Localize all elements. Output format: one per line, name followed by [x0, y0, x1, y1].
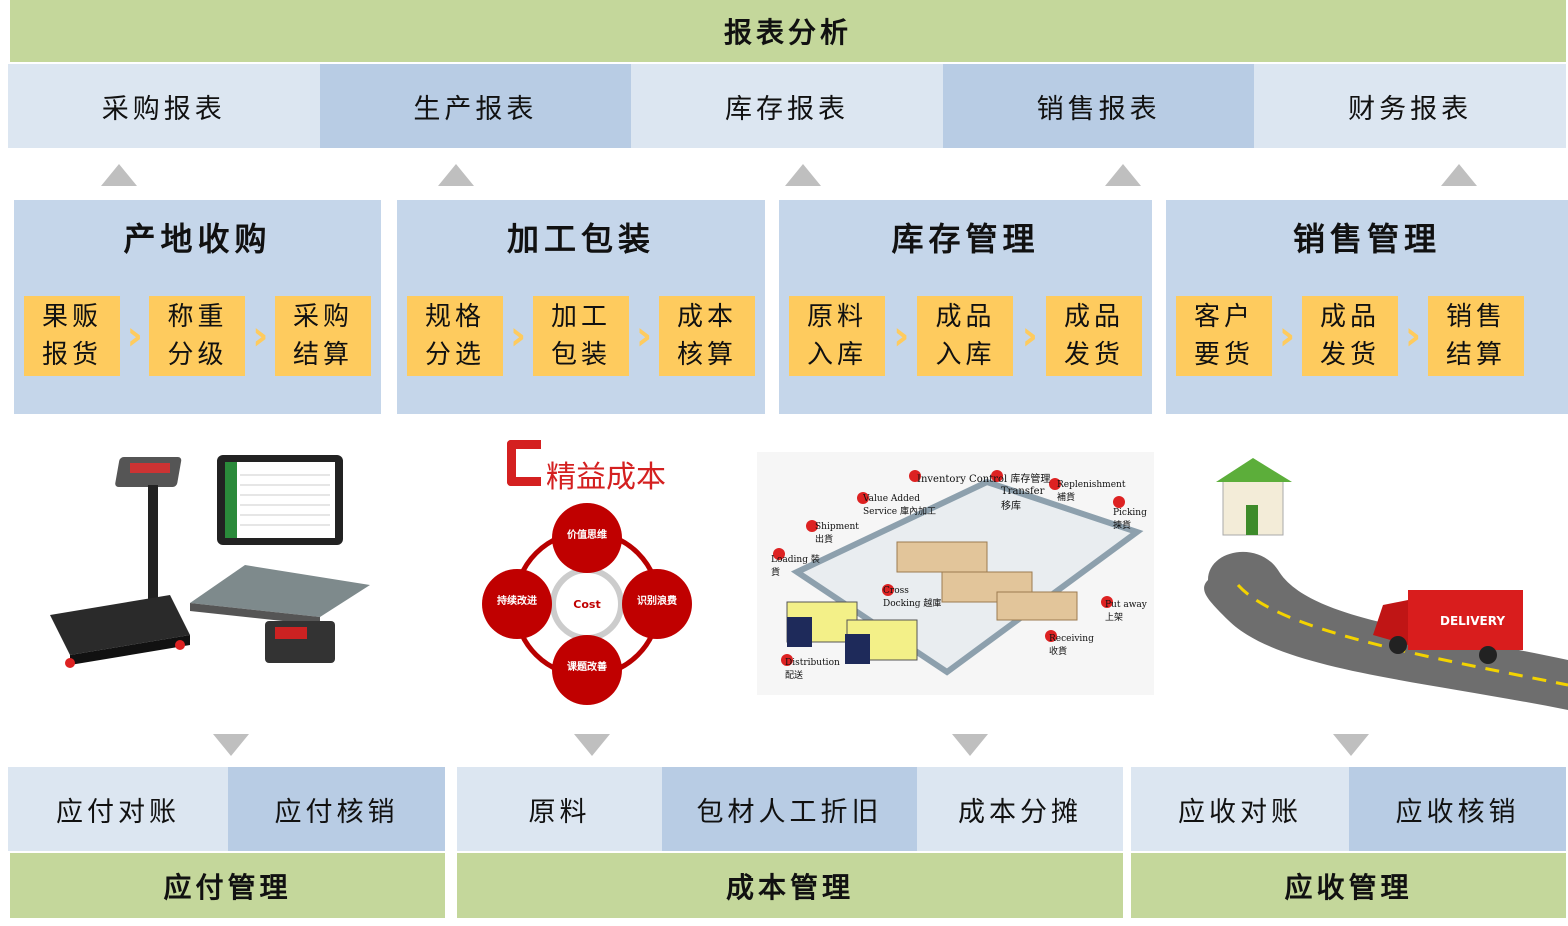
chevron-right-icon: › — [1021, 313, 1038, 359]
chevron-right-icon: › — [1278, 313, 1296, 359]
report-production[interactable]: 生产报表 — [319, 64, 632, 148]
label-inventory-control: Inventory Control 库存管理 — [917, 474, 1051, 485]
node-continuous-improve: 持续改进 — [497, 596, 537, 607]
report-finance[interactable]: 财务报表 — [1254, 64, 1566, 148]
report-inventory[interactable]: 库存报表 — [631, 64, 943, 148]
label-distribution: Distribution 配送 — [785, 658, 840, 681]
up-arrow-icon — [1441, 164, 1477, 186]
process-inventory: 库存管理 原料入库 › 成品入库 › 成品发货 — [779, 200, 1152, 414]
up-arrow-icon — [438, 164, 474, 186]
step-costing: 成本核算 — [658, 296, 755, 376]
label-picking: Picking 揀貨 — [1113, 508, 1147, 531]
process-sourcing: 产地收购 果贩报货 › 称重分级 › 采购结算 — [14, 200, 381, 414]
up-arrow-icon — [785, 164, 821, 186]
reports-row: 采购报表 生产报表 库存报表 销售报表 财务报表 — [8, 64, 1566, 148]
step-vendor-report: 果贩报货 — [24, 296, 120, 376]
chevron-right-icon: › — [635, 313, 653, 359]
label-shipment: Shipment 出貨 — [815, 522, 859, 545]
cost-allocation[interactable]: 成本分摊 — [917, 767, 1123, 851]
delivery-truck-image: DELIVERY — [1204, 458, 1568, 710]
receivable-writeoff[interactable]: 应收核销 — [1349, 767, 1566, 851]
lean-cost-image: 精益成本 价值思维 识别浪费 课题改善 持续改进 Cost — [470, 430, 700, 710]
report-analysis-header: 报表分析 — [10, 0, 1566, 62]
process-title: 加工包装 — [506, 220, 655, 258]
payable-reconcile[interactable]: 应付对账 — [8, 767, 228, 851]
receivable-reconcile[interactable]: 应收对账 — [1131, 767, 1349, 851]
down-arrow-icon — [213, 734, 249, 756]
report-purchase[interactable]: 采购报表 — [8, 64, 320, 148]
label-loading: Loading 裝貨 — [771, 555, 820, 578]
step-weigh-grade: 称重分级 — [149, 296, 246, 376]
cost-management: 成本管理 — [457, 853, 1123, 918]
truck-delivery-label: DELIVERY — [1440, 614, 1505, 628]
up-arrow-icon — [1105, 164, 1141, 186]
cost-center-label: Cost — [573, 598, 601, 611]
up-arrow-icon — [101, 164, 137, 186]
receivable-management: 应收管理 — [1131, 853, 1566, 918]
logo-c-icon — [507, 440, 541, 486]
label-put-away: Put away 上架 — [1105, 600, 1147, 623]
cost-raw-material[interactable]: 原料 — [457, 767, 662, 851]
cost-packaging-labor-depreciation[interactable]: 包材人工折旧 — [662, 767, 917, 851]
chevron-right-icon: › — [509, 313, 527, 359]
report-sales[interactable]: 销售报表 — [942, 64, 1255, 148]
down-arrow-icon — [952, 734, 988, 756]
chevron-right-icon: › — [1404, 313, 1422, 359]
process-title: 销售管理 — [1292, 220, 1441, 258]
node-identify-waste: 识别浪费 — [637, 596, 677, 607]
step-customer-order: 客户要货 — [1176, 296, 1272, 376]
step-purchase-settle: 采购结算 — [274, 296, 371, 376]
step-raw-in: 原料入库 — [789, 296, 885, 376]
process-processing: 加工包装 规格分选 › 加工包装 › 成本核算 — [397, 200, 765, 414]
step-product-in: 成品入库 — [917, 296, 1014, 376]
label-value-added: Value Added Service 庫內加工 — [863, 494, 936, 517]
label-cross-docking: Cross Docking 越庫 — [883, 586, 942, 609]
node-improvement: 课题改善 — [567, 662, 607, 673]
step-sales-settle: 销售结算 — [1427, 296, 1524, 376]
step-ship: 成品发货 — [1301, 296, 1398, 376]
chevron-right-icon: › — [893, 313, 910, 359]
lean-cost-title: 精益成本 — [546, 460, 666, 495]
step-sort: 规格分选 — [407, 296, 503, 376]
step-pack: 加工包装 — [532, 296, 629, 376]
payable-management: 应付管理 — [10, 853, 445, 918]
step-product-ship: 成品发货 — [1045, 296, 1142, 376]
process-title: 库存管理 — [891, 220, 1040, 258]
node-value-thinking: 价值思维 — [567, 530, 607, 541]
down-arrow-icon — [574, 734, 610, 756]
label-receiving: Receiving 收貨 — [1049, 634, 1094, 657]
label-replenishment: Replenishment 補貨 — [1057, 480, 1126, 503]
chevron-right-icon: › — [126, 313, 143, 359]
payable-writeoff[interactable]: 应付核销 — [228, 767, 445, 851]
label-transfer: Transfer 移库 — [1001, 486, 1045, 512]
process-sales: 销售管理 客户要货 › 成品发货 › 销售结算 — [1166, 200, 1568, 414]
warehouse-image: Inventory Control 库存管理 Transfer 移库 Reple… — [757, 452, 1154, 695]
down-arrow-icon — [1333, 734, 1369, 756]
chevron-right-icon: › — [251, 313, 269, 359]
weighing-scale-image — [50, 455, 370, 668]
process-title: 产地收购 — [123, 220, 272, 258]
